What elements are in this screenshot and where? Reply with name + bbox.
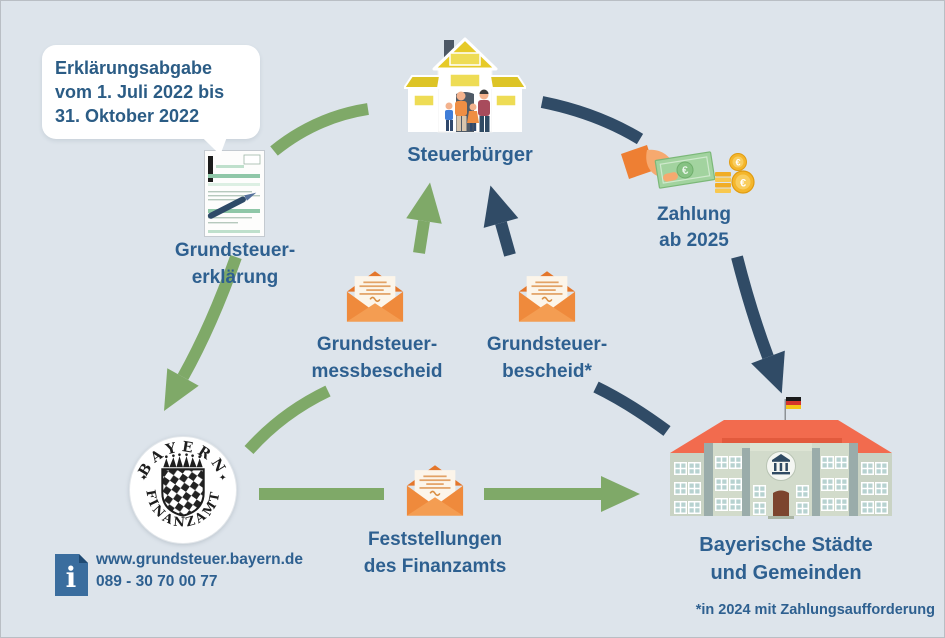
label-citizen: Steuerbürger xyxy=(407,144,533,166)
arrow-municipalities-to-bescheid xyxy=(593,381,671,436)
hand-money-icon: € € € xyxy=(615,140,757,202)
label-declaration: Grundsteuer- erklärung xyxy=(174,240,296,288)
info-icon: i xyxy=(55,554,88,596)
info-glyph: i xyxy=(66,561,77,594)
arrow-messbescheid-to-citizen xyxy=(406,182,442,254)
arrow-citizen-to-declaration xyxy=(270,103,369,156)
phone-text: 089 - 30 70 00 77 xyxy=(96,573,218,590)
euro-symbol: € xyxy=(735,158,740,168)
stamp-ornament: ✦ xyxy=(140,472,148,482)
callout-line: Erklärungsabgabe xyxy=(55,58,213,78)
arrow-declaration-to-finanzamt xyxy=(164,255,242,412)
footnote-text: *in 2024 mit Zahlungsaufforderung xyxy=(695,602,935,618)
label-messbescheid: Grundsteuer- messbescheid xyxy=(311,334,443,382)
envelope-icon xyxy=(404,461,466,518)
label-bescheid: Grundsteuer- bescheid* xyxy=(486,334,608,382)
label-payment: Zahlung ab 2025 xyxy=(657,204,731,251)
deadline-callout: Erklärungsabgabe vom 1. Juli 2022 bis 31… xyxy=(42,45,260,139)
label-feststellungen: Feststellungen des Finanzamts xyxy=(363,529,507,577)
euro-symbol: € xyxy=(681,165,689,178)
house-family-icon xyxy=(402,32,528,145)
finanzamt-stamp-icon: BAYERN FINANZAMT ✦ ✦ xyxy=(129,436,237,544)
arrow-citizen-to-payment xyxy=(540,96,644,145)
stamp-ornament: ✦ xyxy=(219,472,227,482)
website-text: www.grundsteuer.bayern.de xyxy=(96,551,304,568)
label-municipalities: Bayerische Städte und Gemeinden xyxy=(699,534,873,584)
euro-symbol: € xyxy=(740,178,746,190)
tax-form-icon xyxy=(203,149,266,238)
callout-line: 31. Oktober 2022 xyxy=(55,106,200,126)
callout-line: vom 1. Juli 2022 bis xyxy=(55,82,225,102)
arrow-bescheid-to-citizen xyxy=(483,185,519,257)
envelope-icon xyxy=(344,267,406,324)
envelope-icon xyxy=(516,267,578,324)
arrow-payment-to-municipalities xyxy=(731,255,785,394)
arrow-finanzamt-to-messbescheid xyxy=(244,385,331,455)
government-building-icon xyxy=(664,390,898,526)
